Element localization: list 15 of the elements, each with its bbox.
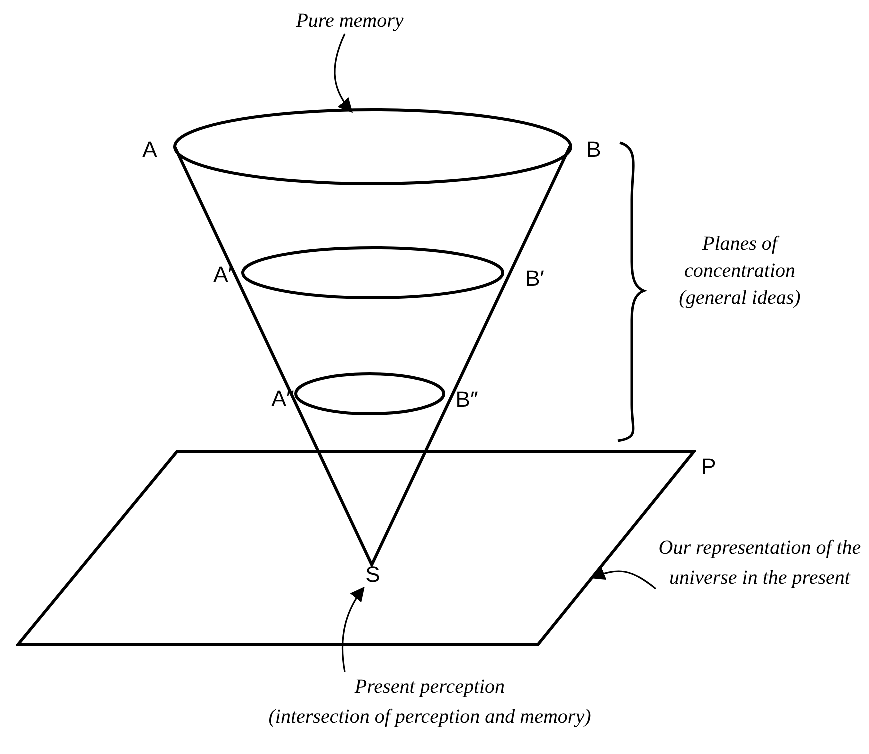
caption-text: (intersection of perception and memory) — [268, 705, 592, 730]
bracket-label: Planes of concentration (general ideas) — [678, 232, 802, 311]
caption-text: Our representation of the universe in the present — [658, 536, 862, 591]
point-label: B″ — [454, 386, 480, 414]
point-label: P — [700, 453, 718, 481]
point-label: S — [364, 562, 382, 588]
point-label: B′ — [524, 265, 546, 293]
point-label: B — [586, 136, 602, 164]
leader-line — [334, 34, 353, 114]
point-label: A′ — [212, 261, 234, 289]
leader-line — [342, 586, 365, 672]
point-label: A — [142, 136, 158, 164]
caption-text: Present perception — [354, 675, 506, 700]
leader-line — [590, 566, 656, 590]
caption-text: Pure memory — [295, 9, 405, 34]
